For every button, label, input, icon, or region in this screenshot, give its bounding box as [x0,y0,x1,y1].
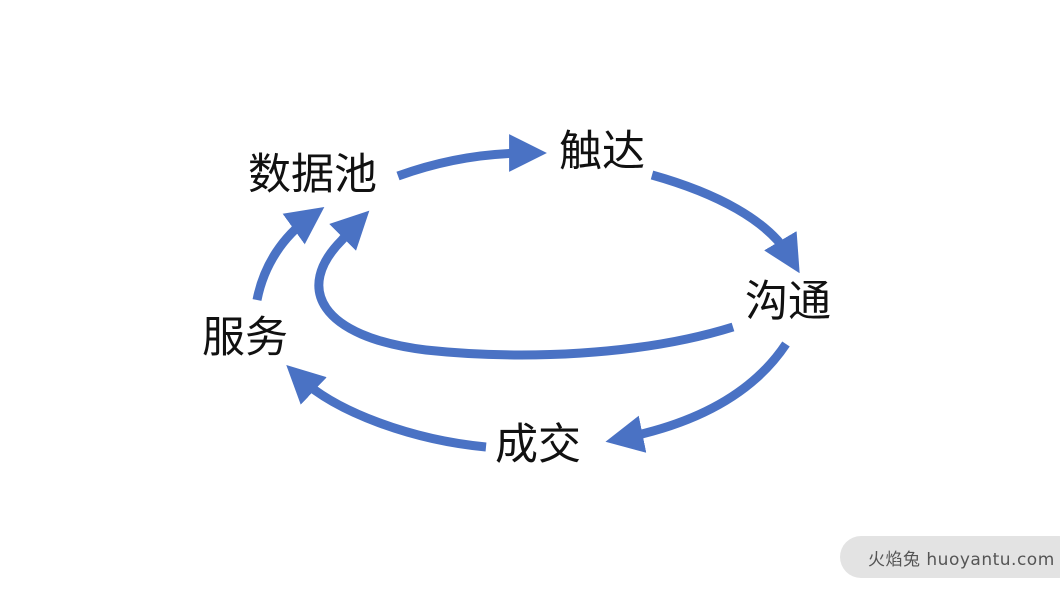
node-reach: 触达 [559,127,645,177]
node-service: 服务 [202,313,288,363]
arrow-talk-to-deal [605,341,790,453]
arrow-deal-to-serve [286,365,487,452]
node-close-deal: 成交 [495,420,581,470]
watermark-badge: 火焰兔 huoyantu.com [840,536,1060,578]
watermark-text: 火焰兔 huoyantu.com [868,549,1055,570]
arrow-reach-to-talk [650,170,800,274]
node-communicate: 沟通 [745,277,831,327]
arrow-pool-to-reach [396,134,547,181]
node-data-pool: 数据池 [248,150,377,200]
arrow-talk-to-pool [314,210,735,360]
arrow-serve-to-pool [252,206,325,301]
